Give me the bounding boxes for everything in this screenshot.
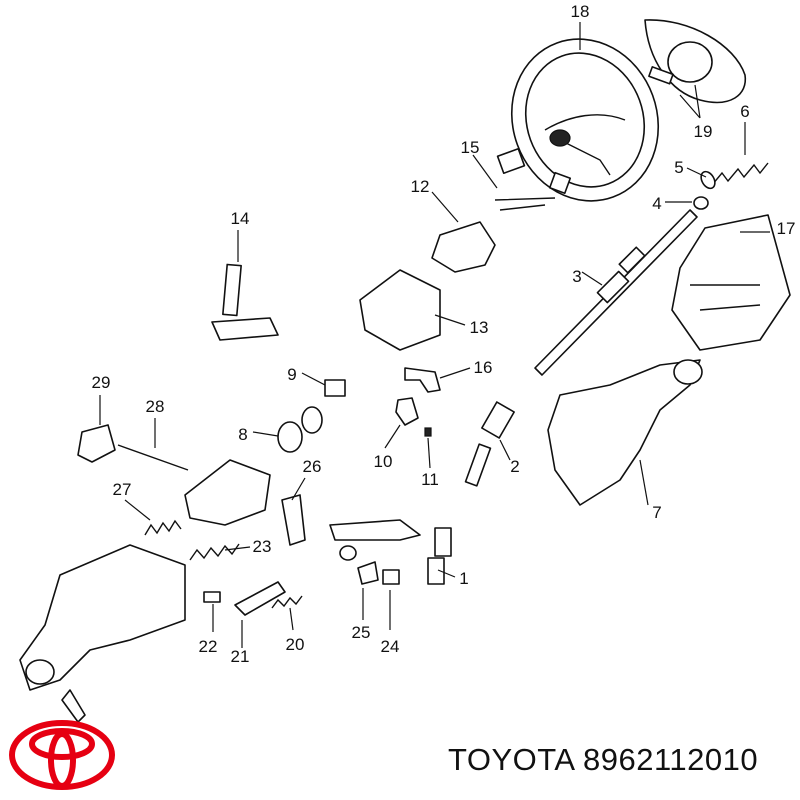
- part-switch-bracket: [494, 147, 572, 211]
- part-cam: [357, 561, 379, 585]
- part-nut-24: [382, 569, 400, 585]
- callout-26: 26: [303, 457, 322, 476]
- part-long-bolt: [117, 444, 189, 471]
- part-column-bracket: [431, 221, 496, 273]
- part-spring-20: [271, 595, 303, 609]
- part-upper-column-cover: [671, 214, 791, 351]
- callout-24: 24: [381, 637, 400, 656]
- part-lower-joint: [427, 527, 452, 585]
- callout-9: 9: [287, 365, 296, 384]
- part-release-lever: [329, 519, 421, 541]
- callout-18: 18: [571, 2, 590, 21]
- callout-20: 20: [286, 635, 305, 654]
- part-universal-joint: [464, 401, 515, 487]
- callout-7: 7: [652, 503, 661, 522]
- part-spring: [711, 162, 769, 186]
- part-clip: [404, 367, 441, 393]
- part-bolt-22: [203, 591, 221, 603]
- part-spring-small: [144, 519, 182, 536]
- callout-22: 22: [199, 637, 218, 656]
- toyota-logo-icon: [9, 720, 115, 790]
- brand-name: TOYOTA: [448, 742, 574, 777]
- callout-13: 13: [470, 318, 489, 337]
- part-bearing-ring: [277, 406, 323, 453]
- callout-23: 23: [253, 537, 272, 556]
- part-plate: [77, 424, 116, 463]
- callout-28: 28: [146, 397, 165, 416]
- callout-27: 27: [113, 480, 132, 499]
- callout-6: 6: [740, 102, 749, 121]
- callout-16: 16: [474, 358, 493, 377]
- part-pin: [424, 427, 432, 437]
- callout-2: 2: [510, 457, 519, 476]
- callout-12: 12: [411, 177, 430, 196]
- part-airbag-pad: [644, 19, 747, 104]
- part-tilt-bracket: [184, 459, 271, 526]
- callout-labels: 1 2 3 4 5 6 7 8 9 10 11 12 13 14 15 16 1…: [92, 2, 796, 666]
- callout-15: 15: [461, 138, 480, 157]
- part-link-plate: [234, 581, 286, 616]
- callout-4: 4: [652, 194, 661, 213]
- part-lower-bracket: [19, 544, 186, 691]
- part-bushing: [324, 379, 346, 397]
- part-tilt-lever: [211, 263, 279, 341]
- part-main-shaft: [534, 209, 698, 376]
- callout-21: 21: [231, 647, 250, 666]
- callout-25: 25: [352, 623, 371, 642]
- part-nut: [693, 196, 709, 210]
- callout-29: 29: [92, 373, 111, 392]
- leader-lines: [99, 22, 770, 648]
- callout-1: 1: [459, 569, 468, 588]
- callout-14: 14: [231, 209, 250, 228]
- callout-11: 11: [421, 470, 439, 489]
- part-lower-column-cover: [547, 359, 703, 506]
- part-number: 8962112010: [583, 742, 759, 777]
- callout-19: 19: [694, 122, 713, 141]
- callout-8: 8: [238, 425, 247, 444]
- callout-17: 17: [777, 219, 796, 238]
- callout-10: 10: [374, 452, 393, 471]
- part-lever-plate: [281, 494, 306, 546]
- part-lock-cylinder: [395, 397, 419, 426]
- part-spring-medium: [189, 543, 240, 561]
- part-steering-wheel: [510, 38, 660, 202]
- part-column-housing: [359, 269, 441, 351]
- callout-5: 5: [674, 158, 683, 177]
- part-ring: [700, 170, 716, 190]
- part-caption: TOYOTA 8962112010: [448, 742, 758, 778]
- callout-3: 3: [572, 267, 581, 286]
